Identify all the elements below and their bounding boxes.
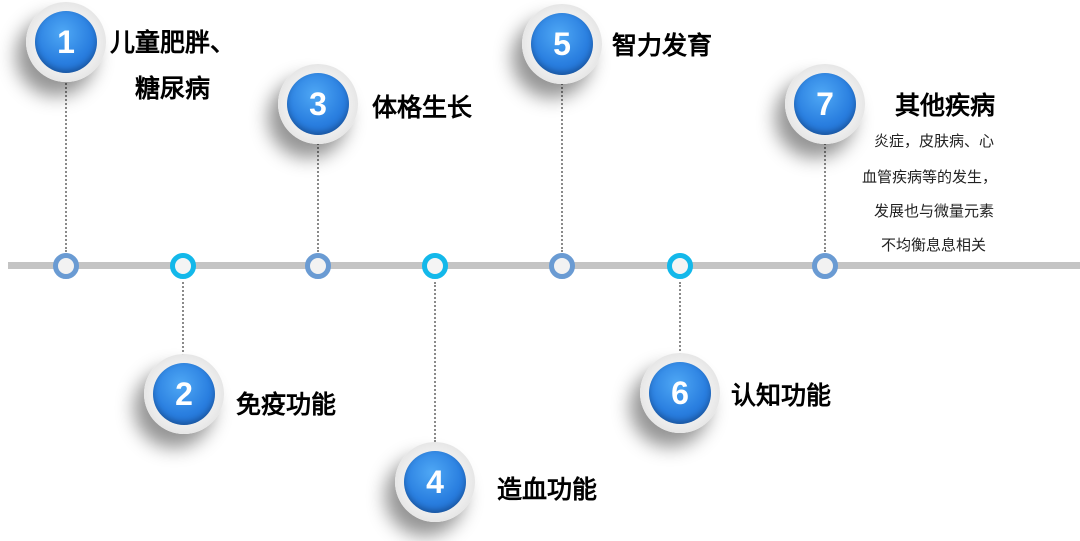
timeline-node-5 [549, 253, 575, 279]
connector-3 [317, 140, 319, 252]
connector-6 [679, 282, 681, 358]
timeline-node-7 [812, 253, 838, 279]
item-1-title-line1: 儿童肥胖、 [110, 28, 236, 57]
badge-5: 5 [522, 4, 602, 84]
item-7-description-line2: 血管疾病等的发生， [862, 168, 998, 186]
item-7-description-line4: 不均衡息息相关 [881, 236, 987, 254]
badge-6: 6 [640, 353, 720, 433]
badge-number: 1 [57, 24, 75, 60]
connector-1 [65, 80, 67, 252]
item-5-title: 智力发育 [612, 31, 713, 60]
timeline-node-2 [170, 253, 196, 279]
item-7-title: 其他疾病 [895, 91, 996, 120]
item-3-title: 体格生长 [372, 93, 473, 122]
item-2-title: 免疫功能 [236, 390, 337, 419]
timeline-node-3 [305, 253, 331, 279]
item-7-description-line1: 炎症，皮肤病、心 [874, 132, 995, 150]
badge-number: 7 [816, 86, 834, 122]
badge-4: 4 [395, 442, 475, 522]
badge-number: 6 [671, 375, 689, 411]
badge-7: 7 [785, 64, 865, 144]
connector-2 [182, 282, 184, 360]
item-7-description-line3: 发展也与微量元素 [874, 202, 995, 220]
badge-number: 2 [175, 376, 193, 412]
badge-number: 3 [309, 86, 327, 122]
timeline-node-4 [422, 253, 448, 279]
badge-3: 3 [278, 64, 358, 144]
item-4-title: 造血功能 [497, 475, 598, 504]
badge-2: 2 [144, 354, 224, 434]
timeline-node-6 [667, 253, 693, 279]
connector-7 [824, 140, 826, 252]
item-1-title-line2: 糖尿病 [135, 74, 211, 103]
badge-number: 5 [553, 26, 571, 62]
badge-1: 1 [26, 2, 106, 82]
timeline-node-1 [53, 253, 79, 279]
badge-number: 4 [426, 464, 444, 500]
connector-4 [434, 282, 436, 442]
connector-5 [561, 80, 563, 252]
timeline-line [8, 262, 1080, 269]
item-6-title: 认知功能 [731, 381, 832, 410]
